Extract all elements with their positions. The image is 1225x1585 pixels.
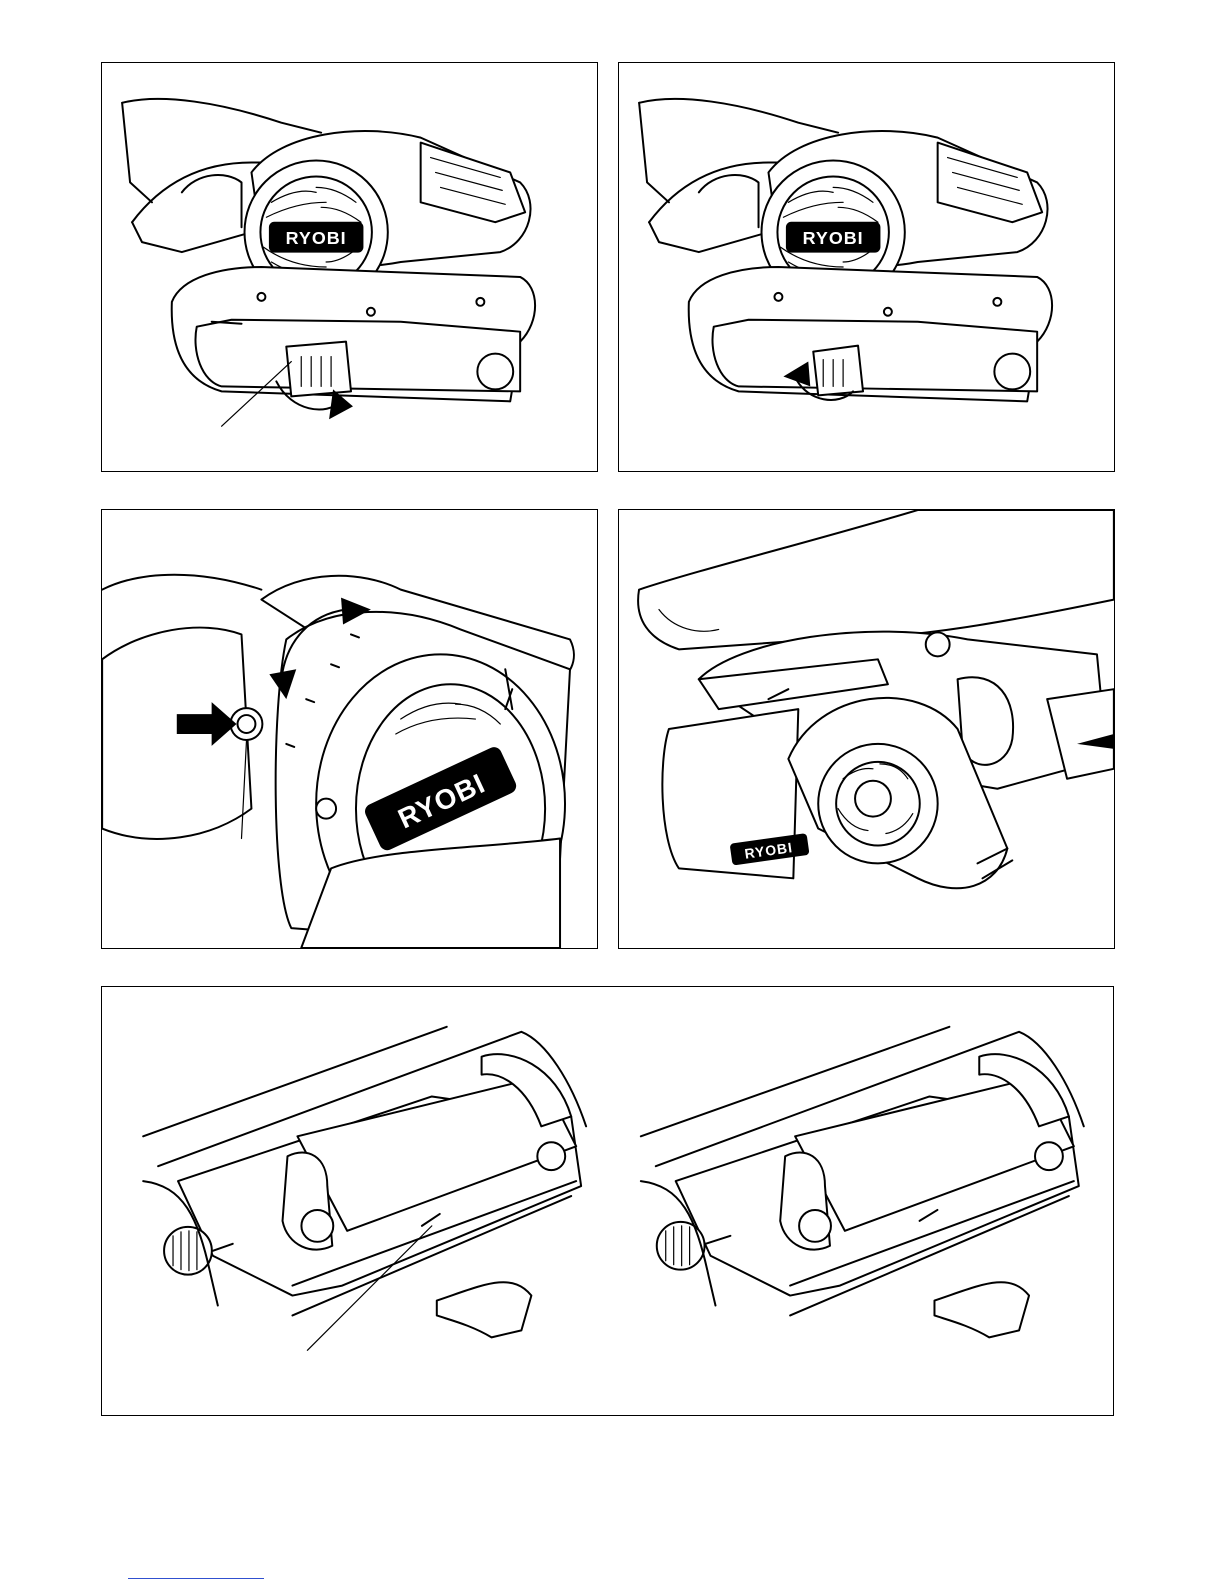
belt-released-view <box>641 1027 1084 1338</box>
svg-text:RYOBI: RYOBI <box>286 228 347 248</box>
belt-locked-view <box>143 1027 586 1350</box>
ryobi-logo: RYOBI <box>269 222 363 252</box>
figure-panel-2: RYOBI <box>618 62 1115 472</box>
sander-in-use-illustration: RYOBI <box>619 510 1114 948</box>
figure-panel-1: RYOBI <box>101 62 598 472</box>
sander-front-view-illustration: RYOBI <box>619 63 1114 471</box>
belt-tracking-knob-illustration: RYOBI <box>102 510 597 948</box>
svg-text:RYOBI: RYOBI <box>803 228 864 248</box>
figure-panel-3: RYOBI <box>101 509 598 949</box>
ryobi-logo: RYOBI <box>786 222 880 252</box>
belt-release-comparison-illustration <box>102 987 1113 1415</box>
footer-link-underline <box>128 1578 264 1579</box>
figure-panel-5 <box>101 986 1114 1416</box>
sander-front-view-illustration: RYOBI <box>102 63 597 471</box>
figure-panel-4: RYOBI <box>618 509 1115 949</box>
